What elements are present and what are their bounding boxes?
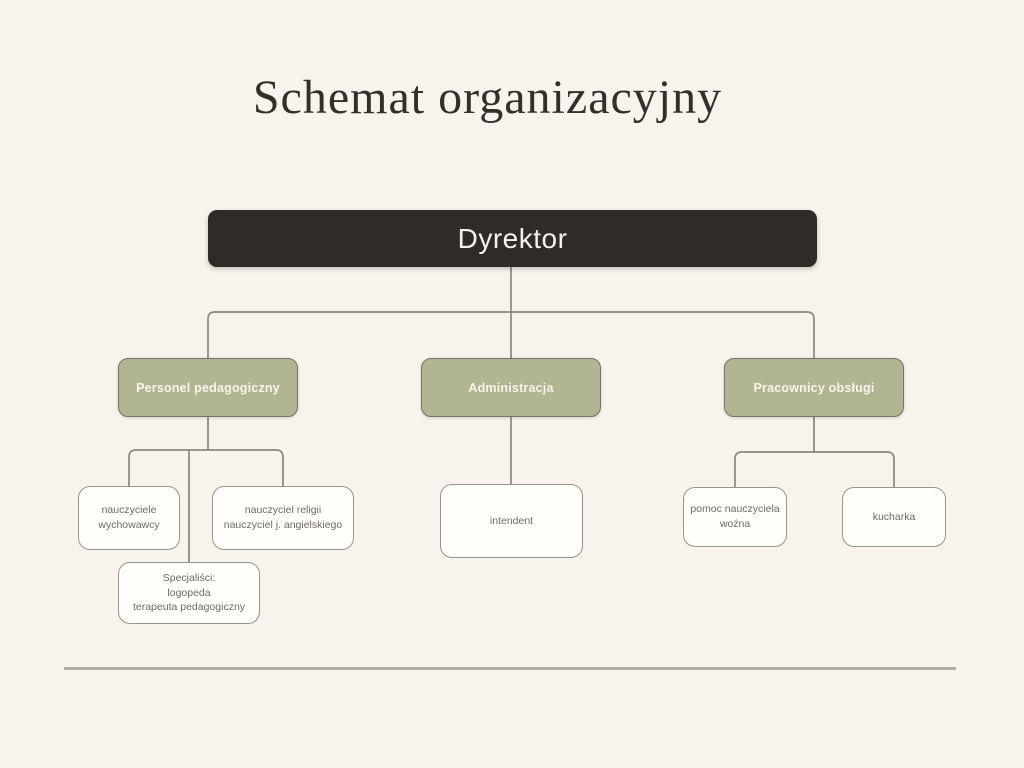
node-kucharka-label: kucharka (872, 510, 916, 523)
node-specjalisci: Specjaliści: logopeda terapeuta pedagogi… (118, 562, 260, 624)
node-nauczyciel-religii-angielskiego: nauczyciel religii nauczyciel j. angiels… (212, 486, 354, 550)
node-pomoc-nauczyciela-wozna-label: pomoc nauczyciela woźna (690, 503, 780, 530)
node-nauczyciele-wychowawcy: nauczyciele wychowawcy (78, 486, 180, 550)
connector-branch3-to-leaves (734, 451, 895, 487)
node-intendent-label: intendent (489, 514, 534, 527)
connector-root-to-branches (207, 311, 815, 358)
node-dyrektor-label: Dyrektor (457, 222, 568, 254)
node-dyrektor: Dyrektor (208, 210, 817, 267)
page-title: Schemat organizacyjny (252, 71, 723, 124)
node-nauczyciel-religii-angielskiego-label: nauczyciel religii nauczyciel j. angiels… (223, 504, 343, 531)
node-pomoc-nauczyciela-wozna: pomoc nauczyciela woźna (683, 487, 787, 547)
node-personel-pedagogiczny-label: Personel pedagogiczny (136, 380, 280, 395)
footer-divider (64, 667, 956, 670)
node-administracja-label: Administracja (468, 380, 554, 395)
node-administracja: Administracja (421, 358, 601, 417)
node-personel-pedagogiczny: Personel pedagogiczny (118, 358, 298, 417)
node-kucharka: kucharka (842, 487, 946, 547)
node-pracownicy-obslugi-label: Pracownicy obsługi (753, 380, 875, 395)
node-pracownicy-obslugi: Pracownicy obsługi (724, 358, 904, 417)
node-intendent: intendent (440, 484, 583, 558)
node-specjalisci-label: Specjaliści: logopeda terapeuta pedagogi… (132, 571, 246, 614)
node-nauczyciele-wychowawcy-label: nauczyciele wychowawcy (98, 504, 160, 531)
